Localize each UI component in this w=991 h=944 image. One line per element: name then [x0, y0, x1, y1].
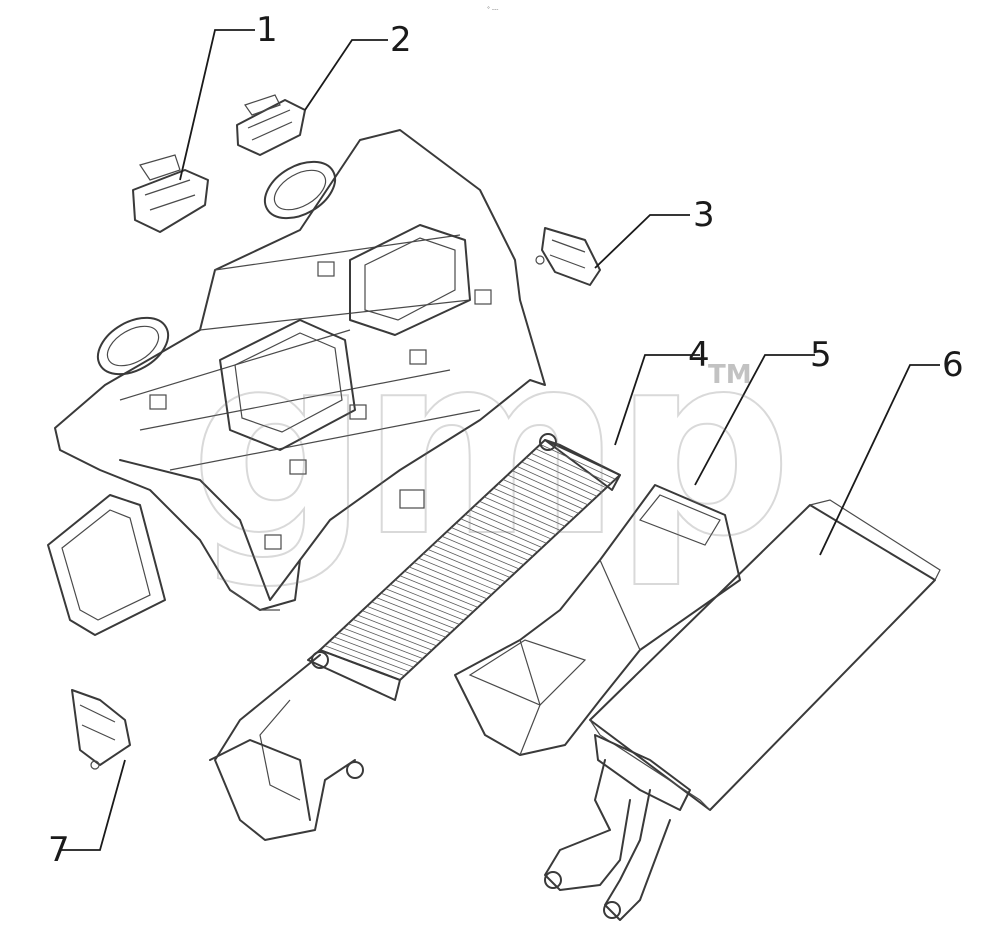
condenser-core[interactable]: [209, 433, 621, 841]
condenser-fin: [333, 636, 414, 668]
leader-lines: [60, 29, 940, 851]
condenser-fin: [493, 487, 570, 523]
condenser-fin: [483, 496, 561, 531]
condenser-fin: [390, 584, 469, 617]
callout-3[interactable]: 3: [693, 195, 715, 235]
actuator-3[interactable]: [535, 227, 601, 286]
condenser-fin: [451, 527, 529, 561]
condenser-fin: [479, 500, 556, 536]
condenser-fin: [422, 553, 501, 587]
condenser-fin: [469, 509, 547, 544]
condenser-fin: [385, 588, 465, 621]
heater-core[interactable]: [544, 499, 941, 921]
callout-5[interactable]: 5: [810, 335, 832, 375]
callout-2[interactable]: 2: [390, 20, 412, 60]
condenser-fin: [380, 592, 460, 625]
condenser-fin: [343, 627, 424, 660]
condenser-fin: [460, 518, 538, 553]
condenser-fin: [530, 452, 607, 489]
header-mark: ° ---: [487, 6, 499, 13]
actuator-1[interactable]: [132, 154, 209, 233]
condenser-fin: [408, 566, 488, 600]
condenser-fin: [413, 562, 492, 595]
condenser-fin: [441, 535, 520, 570]
hvac-housing: [47, 129, 546, 636]
condenser-fin: [399, 575, 479, 608]
condenser-fin: [502, 479, 579, 514]
condenser-fin: [357, 614, 437, 647]
condenser-fin: [437, 540, 515, 574]
condenser-fin: [404, 570, 483, 604]
condenser-fin: [516, 465, 593, 501]
condenser-fin: [352, 619, 433, 651]
condenser-fin: [432, 544, 511, 578]
condenser-fin: [540, 444, 616, 480]
condenser-fin: [488, 492, 566, 527]
condenser-fin: [394, 579, 474, 613]
condenser-fin: [512, 470, 589, 506]
condenser-fin: [507, 474, 584, 510]
condenser-fin: [497, 483, 575, 519]
condenser-fin: [376, 597, 456, 630]
callout-4[interactable]: 4: [688, 335, 710, 375]
evaporator-case[interactable]: [454, 484, 741, 756]
watermark-logo: gmp: [189, 299, 793, 592]
condenser-fin: [366, 605, 446, 638]
callout-1[interactable]: 1: [256, 10, 278, 50]
watermark-trademark: TM: [708, 360, 752, 390]
condenser-fin: [324, 645, 405, 677]
condenser-fin: [427, 549, 506, 583]
actuator-2[interactable]: [236, 94, 306, 156]
actuator-7[interactable]: [71, 689, 131, 770]
condenser-fin: [418, 557, 497, 591]
condenser-fin: [535, 448, 612, 484]
condenser-fin: [446, 531, 524, 566]
condenser-fin: [338, 632, 419, 664]
condenser-fin: [465, 514, 543, 548]
callout-6[interactable]: 6: [942, 345, 964, 385]
condenser-fin: [362, 610, 442, 642]
condenser-fin: [474, 505, 552, 540]
callout-7[interactable]: 7: [48, 830, 70, 870]
condenser-fin: [521, 461, 598, 497]
condenser-fin: [347, 623, 428, 655]
condenser-fin: [329, 640, 410, 672]
condenser-fin: [526, 457, 602, 493]
condenser-fin: [455, 522, 534, 557]
condenser-fin: [371, 601, 451, 634]
